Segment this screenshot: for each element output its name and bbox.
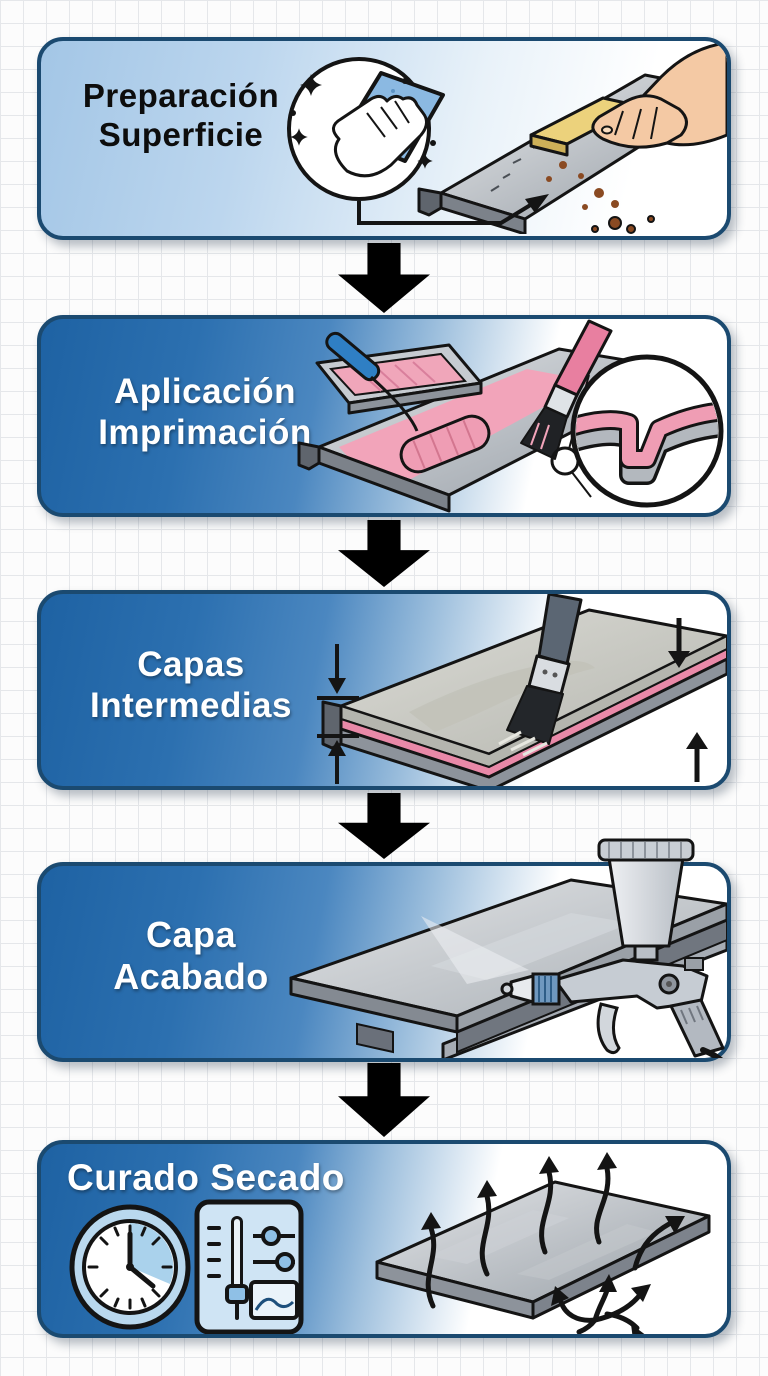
surface-preparation-illustration [287, 43, 727, 234]
step-title-preparacion: Preparación Superficie [49, 77, 313, 155]
up-arrow-icon [686, 732, 708, 782]
step-panel-preparacion-superficie: Preparación Superficie [37, 37, 731, 240]
primer-application-illustration [297, 319, 724, 513]
magnifier-cross-section-icon [550, 354, 724, 508]
branching-arrows-icon [551, 1274, 651, 1334]
step-panel-capa-acabado: Capa Acabado [37, 838, 731, 1062]
step-title-curado: Curado Secado [67, 1156, 507, 1200]
cleaning-cloth-circle-icon [287, 57, 445, 201]
paint-brush-icon [520, 319, 613, 460]
step-panel-aplicacion-imprimacion: Aplicación Imprimación [37, 315, 731, 517]
rust-particles-icon [591, 215, 655, 234]
clock-icon [69, 1204, 191, 1330]
evaporation-arrows-icon [421, 1152, 685, 1309]
step-title-line2: Acabado [113, 956, 269, 998]
flow-down-arrow-4 [338, 1063, 430, 1137]
callout-arrow-icon [357, 194, 549, 225]
step-title-line1: Preparación [82, 77, 280, 114]
flow-down-arrow-1 [338, 243, 430, 313]
intermediate-coats-illustration [317, 594, 727, 786]
flow-down-arrow-2 [338, 520, 430, 587]
step-title-line1: Curado Secado [67, 1157, 345, 1198]
thickness-gauge-arrows-icon [317, 644, 359, 784]
step-panel-curado-secado: Curado Secado [37, 1140, 731, 1338]
sparkles-icon [290, 74, 436, 169]
step-title-imprimacion: Aplicación Imprimación [45, 371, 365, 454]
step-title-line2: Intermedias [90, 686, 292, 726]
step-title-acabado: Capa Acabado [41, 914, 341, 999]
step-title-line2: Superficie [98, 115, 264, 153]
paint-roller-icon [325, 331, 491, 474]
control-panel-icon [194, 1199, 304, 1334]
sanding-hand-illustration [591, 43, 727, 149]
step-panel-capas-intermedias: Capas Intermedias [37, 590, 731, 790]
down-arrow-icon [668, 618, 690, 668]
step-title-capas: Capas Intermedias [41, 644, 341, 727]
spray-gun-icon [421, 838, 725, 1058]
step-title-line2: Imprimación [98, 413, 312, 453]
step-title-line1: Capa [145, 914, 237, 955]
curing-drying-illustration [375, 1152, 711, 1334]
finish-coat-illustration [289, 838, 727, 1058]
step-title-line1: Aplicación [114, 372, 296, 411]
paint-brush-icon [498, 594, 583, 757]
step-title-line1: Capas [137, 645, 245, 684]
